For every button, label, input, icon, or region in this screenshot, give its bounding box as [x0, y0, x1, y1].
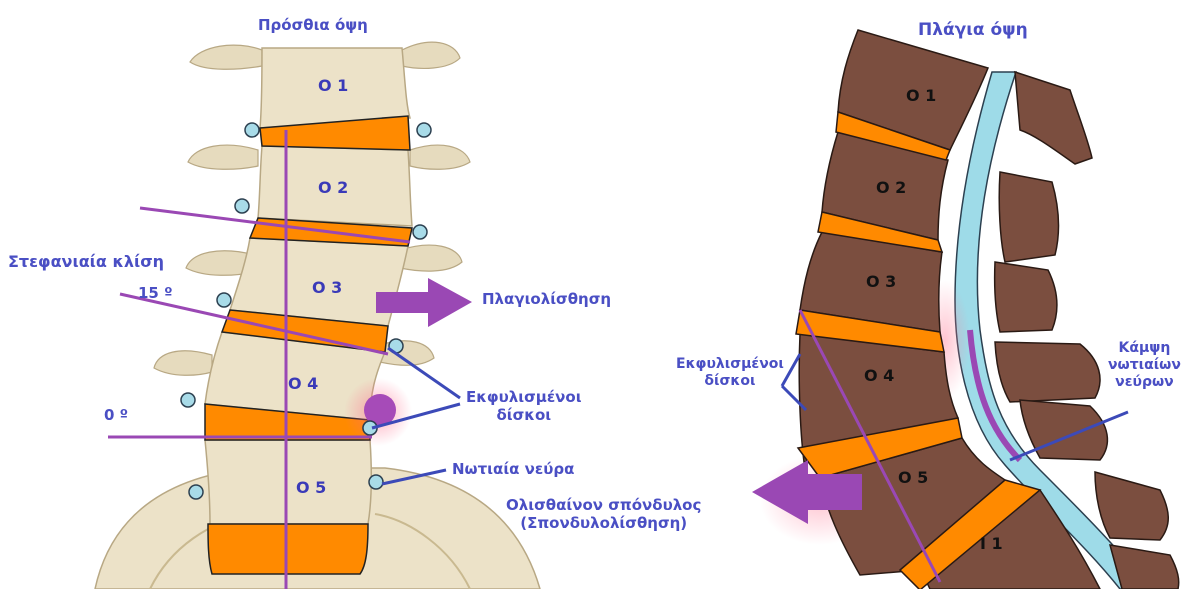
lateral-listhesis-label: Πλαγιολίσθηση: [482, 290, 611, 308]
spinal-nerves-label: Νωτιαία νεύρα: [452, 460, 574, 478]
disc-o5-sacrum: [208, 524, 368, 574]
front-view-illustration: [95, 42, 540, 589]
side-view-title: Πλάγια όψη: [918, 20, 1028, 40]
side-view-illustration: [752, 30, 1179, 589]
front-vertebra-label-o5: Ο 5: [296, 478, 326, 497]
front-vertebra-label-o4: Ο 4: [288, 374, 318, 393]
front-vertebra-label-o1: Ο 1: [318, 76, 348, 95]
front-vertebra-o5: [205, 440, 371, 524]
side-degenerated-discs-label: Εκφυλισμένοι δίσκοι: [676, 356, 784, 390]
coronal-tilt-label: Στεφανιαία κλίση: [8, 252, 164, 271]
nerve-bend-label: Κάμψη νωτιαίων νεύρων: [1108, 340, 1181, 390]
side-vertebra-label-o3: Ο 3: [866, 272, 896, 291]
side-vertebra-label-o5: Ο 5: [898, 468, 928, 487]
side-vertebra-label-o4: Ο 4: [864, 366, 894, 385]
front-view-title: Πρόσθια όψη: [258, 16, 368, 34]
slipped-vertebra-label: Ολισθαίνον σπόνδυλος (Σπονδυλολίσθηση): [506, 496, 701, 532]
front-vertebra-label-o3: Ο 3: [312, 278, 342, 297]
angle-0-label: 0 º: [104, 406, 128, 424]
front-vertebra-label-o2: Ο 2: [318, 178, 348, 197]
front-degenerated-discs-label: Εκφυλισμένοι δίσκοι: [466, 388, 582, 424]
side-vertebra-label-i1: Ι 1: [980, 534, 1003, 553]
side-vertebra-label-o2: Ο 2: [876, 178, 906, 197]
side-vertebra-label-o1: Ο 1: [906, 86, 936, 105]
angle-15-label: 15 º: [138, 284, 173, 302]
